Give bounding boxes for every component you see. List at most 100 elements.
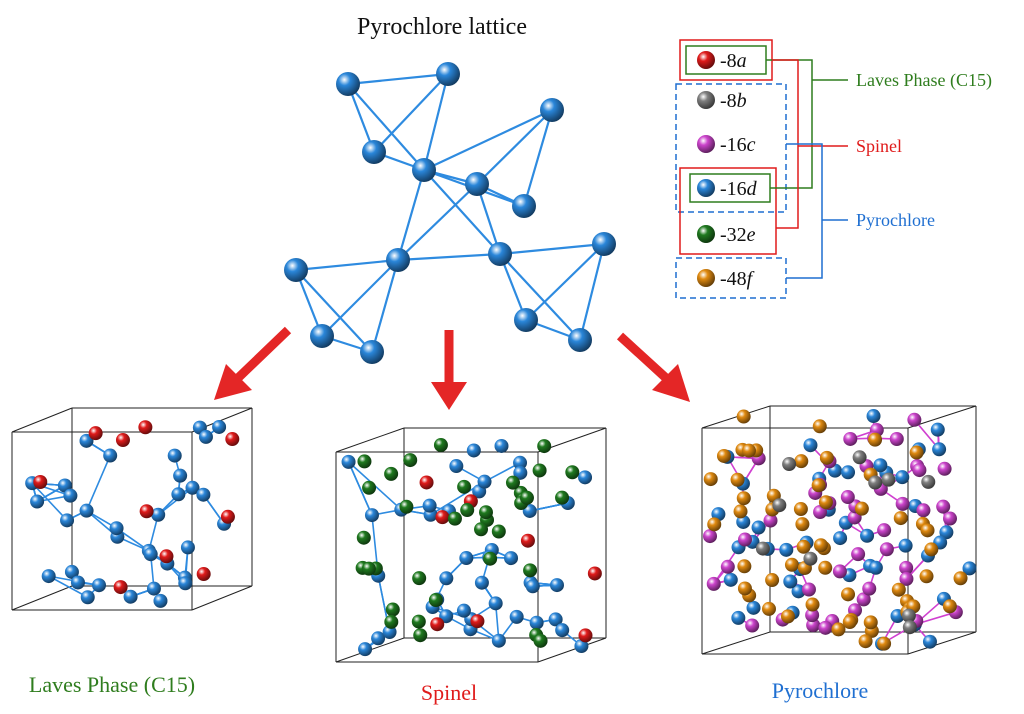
legend-tag-pyrochlore: Pyrochlore xyxy=(856,210,935,230)
blue-atom xyxy=(30,494,45,509)
orange-atom xyxy=(736,491,751,506)
blue-atom xyxy=(731,610,746,625)
blue-atom xyxy=(358,642,373,657)
gray-atom xyxy=(782,457,797,472)
magenta-atom xyxy=(706,576,721,591)
lattice-atom xyxy=(284,258,308,282)
blue-atom xyxy=(79,433,94,448)
blue-atom xyxy=(860,528,875,543)
orange-atom xyxy=(893,511,908,526)
green-atom xyxy=(533,633,548,648)
bond xyxy=(370,259,400,353)
bond xyxy=(347,461,373,516)
blue-atom xyxy=(513,455,528,470)
magenta-atom xyxy=(942,511,957,526)
gray-atom xyxy=(902,620,917,635)
blue-atom xyxy=(494,438,509,453)
orange-atom xyxy=(909,445,924,460)
laves-connector xyxy=(766,59,813,189)
blue-atom xyxy=(143,547,158,562)
magenta-atom xyxy=(856,592,871,607)
blue-atom xyxy=(736,514,751,529)
blue-atom xyxy=(932,442,947,457)
orange-atom xyxy=(858,634,873,649)
bond xyxy=(295,258,399,272)
blue-atom xyxy=(898,538,913,553)
blue-atom xyxy=(422,498,437,513)
green-atom xyxy=(565,465,580,480)
gray-atom xyxy=(772,498,787,513)
blue-atom xyxy=(64,564,79,579)
magenta-atom xyxy=(801,582,816,597)
magenta-atom xyxy=(843,431,858,446)
bond xyxy=(475,183,502,255)
bond xyxy=(701,631,771,655)
orange-atom xyxy=(741,443,756,458)
blue-atom xyxy=(474,575,489,590)
orange-atom xyxy=(737,559,752,574)
arrows xyxy=(214,326,690,410)
green-atom xyxy=(384,466,399,481)
magenta-atom xyxy=(818,620,833,635)
magenta-atom xyxy=(879,542,894,557)
red-atom xyxy=(115,433,130,448)
blue-atom xyxy=(459,551,474,566)
magenta-atom xyxy=(805,608,820,623)
bond xyxy=(347,72,449,86)
green-atom xyxy=(385,602,400,617)
bond xyxy=(11,407,73,433)
bond xyxy=(396,169,426,261)
blue-atom xyxy=(466,443,481,458)
bond xyxy=(423,109,553,171)
bond xyxy=(397,183,478,261)
blue-atom xyxy=(574,639,589,654)
legend-site-label: -32e xyxy=(720,224,756,246)
blue-atom xyxy=(70,575,85,590)
magenta-atom xyxy=(832,564,847,579)
red-atom xyxy=(225,432,240,447)
pyrochlore-structure xyxy=(701,405,977,655)
blue-atom xyxy=(841,465,856,480)
blue-atom xyxy=(962,561,977,576)
orange-atom xyxy=(942,599,957,614)
blue-atom xyxy=(509,609,524,624)
blue-atom xyxy=(80,590,95,605)
blue-atom xyxy=(578,470,593,485)
red-atom xyxy=(520,533,535,548)
green-atom xyxy=(537,439,552,454)
legend-site-label: -8a xyxy=(720,50,747,72)
bond xyxy=(499,242,605,256)
green-atom xyxy=(356,530,371,545)
lattice-atom xyxy=(336,72,360,96)
blue-atom xyxy=(803,438,818,453)
blue-atom xyxy=(939,525,954,540)
blue-atom xyxy=(212,419,227,434)
blue-atom xyxy=(178,576,193,591)
gray-atom xyxy=(803,551,818,566)
lattice-atom xyxy=(310,324,334,348)
blue-atom xyxy=(868,560,883,575)
blue-atom xyxy=(873,458,888,473)
blue-atom xyxy=(751,520,766,535)
bond xyxy=(347,83,425,171)
blue-atom xyxy=(180,540,195,555)
bond xyxy=(373,73,449,153)
legend-site-8b: -8b xyxy=(697,90,747,112)
blue-atom xyxy=(153,593,168,608)
orange-atom xyxy=(813,538,828,553)
green-atom xyxy=(519,490,534,505)
gray-atom xyxy=(755,541,770,556)
pyrochlore-lattice-model xyxy=(284,62,616,364)
blue-atom xyxy=(79,503,94,518)
magenta-atom xyxy=(937,461,952,476)
legend-box-spinel xyxy=(679,167,777,255)
blue-atom xyxy=(548,612,563,627)
blue-atom xyxy=(109,521,124,536)
site-legend: -8a-8b-16c-16d-32e-48f Laves Phase (C15)… xyxy=(675,39,992,299)
green-atom xyxy=(411,614,426,629)
blue-atom xyxy=(196,487,211,502)
lattice-atom xyxy=(386,248,410,272)
bond xyxy=(31,482,68,521)
laves-phase-structure xyxy=(11,407,253,611)
blue-atom xyxy=(504,551,519,566)
